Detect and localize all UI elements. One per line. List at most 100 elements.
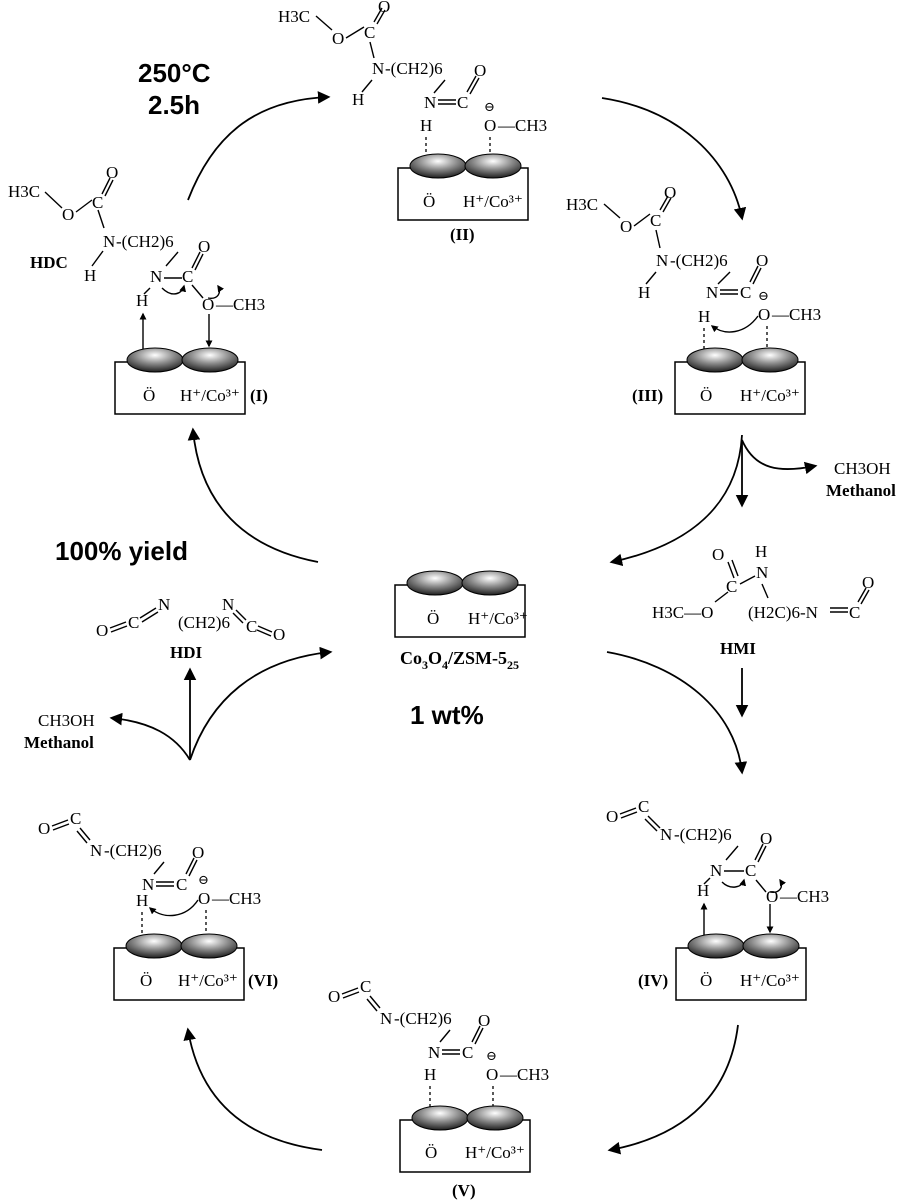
svg-text:N: N <box>372 59 384 78</box>
svg-text:C: C <box>246 617 257 636</box>
label-IV: (IV) <box>638 971 668 990</box>
svg-text:O: O <box>198 889 210 908</box>
time-label: 2.5h <box>148 90 200 120</box>
svg-text:-(CH2)6: -(CH2)6 <box>116 232 174 251</box>
intermediate-II: H3C O C O N -(CH2)6 H N C O ⊖ O —CH3 H Ö… <box>278 0 547 244</box>
svg-text:H⁺/Co³⁺: H⁺/Co³⁺ <box>740 386 800 405</box>
arrow-II-to-III <box>601 97 747 221</box>
svg-text:O: O <box>62 205 74 224</box>
svg-text:Ö: Ö <box>700 971 712 990</box>
svg-text:C: C <box>70 809 81 828</box>
hdi-label: HDI <box>170 643 203 662</box>
svg-text:O: O <box>332 29 344 48</box>
svg-text:Ö: Ö <box>425 1143 437 1162</box>
svg-text:Ö: Ö <box>140 971 152 990</box>
svg-text:—CH3: —CH3 <box>211 889 261 908</box>
svg-text:O: O <box>606 807 618 826</box>
svg-text:N: N <box>380 1009 392 1028</box>
svg-text:H: H <box>638 283 650 302</box>
intermediate-III: H3C O C O N -(CH2)6 H N C O ⊖ O —CH3 H Ö… <box>566 183 821 415</box>
catalyst-label: Co3O4/ZSM-525 <box>400 648 519 672</box>
svg-text:H: H <box>697 881 709 900</box>
svg-text:H⁺/Co³⁺: H⁺/Co³⁺ <box>740 971 800 990</box>
svg-text:-(CH2)6: -(CH2)6 <box>674 825 732 844</box>
svg-text:—CH3: —CH3 <box>215 295 265 314</box>
svg-text:N: N <box>424 93 436 112</box>
svg-text:N: N <box>90 841 102 860</box>
svg-text:C: C <box>726 577 737 596</box>
hmi-molecule: H3C—O C O N H (H2C)6-N C O HMI <box>652 542 874 658</box>
svg-text:O: O <box>378 0 390 16</box>
intermediate-I: H3C O C O N H -(CH2)6 HDC N C O O —CH3 H… <box>8 163 268 415</box>
svg-text:C: C <box>176 875 187 894</box>
svg-text:N: N <box>158 595 170 614</box>
svg-text:H: H <box>698 307 710 326</box>
svg-text:O: O <box>758 305 770 324</box>
svg-text:O: O <box>766 887 778 906</box>
svg-text:C: C <box>638 797 649 816</box>
svg-text:N: N <box>428 1043 440 1062</box>
svg-text:N: N <box>103 232 115 251</box>
svg-text:N: N <box>756 563 768 582</box>
svg-text:C: C <box>740 283 751 302</box>
site-o-label: Ö <box>427 609 439 628</box>
svg-text:C: C <box>364 23 375 42</box>
intermediate-VI: O C N -(CH2)6 N C O ⊖ O —CH3 H Ö H⁺/Co³⁺… <box>38 809 278 1001</box>
intermediate-IV: O C N -(CH2)6 N C O O —CH3 H Ö H⁺/Co³⁺ (… <box>606 797 829 1001</box>
svg-text:⊖: ⊖ <box>484 99 495 114</box>
svg-text:C: C <box>849 603 860 622</box>
svg-text:—CH3: —CH3 <box>497 116 547 135</box>
svg-text:(CH2)6: (CH2)6 <box>178 613 230 632</box>
svg-text:O: O <box>198 237 210 256</box>
svg-text:O: O <box>38 819 50 838</box>
svg-text:O: O <box>620 217 632 236</box>
svg-text:O: O <box>192 843 204 862</box>
svg-text:H⁺/Co³⁺: H⁺/Co³⁺ <box>178 971 238 990</box>
svg-text:C: C <box>650 211 661 230</box>
svg-text:N: N <box>656 251 668 270</box>
svg-text:H3C: H3C <box>566 195 598 214</box>
svg-text:Ö: Ö <box>423 192 435 211</box>
svg-text:N: N <box>150 267 162 286</box>
svg-text:H: H <box>136 891 148 910</box>
label-VI: (VI) <box>248 971 278 990</box>
svg-text:O: O <box>273 625 285 644</box>
svg-text:—CH3: —CH3 <box>779 887 829 906</box>
svg-text:O: O <box>202 295 214 314</box>
methanol-right-name: Methanol <box>826 481 896 500</box>
svg-text:N: N <box>142 875 154 894</box>
svg-text:C: C <box>360 977 371 996</box>
svg-text:H: H <box>755 542 767 561</box>
svg-text:(H2C)6-N: (H2C)6-N <box>748 603 818 622</box>
svg-text:H: H <box>420 116 432 135</box>
site-h-label: H⁺/Co³⁺ <box>468 609 528 628</box>
methanol-right: CH3OH Methanol <box>826 459 896 500</box>
svg-text:N: N <box>222 595 234 614</box>
svg-text:—CH3: —CH3 <box>499 1065 549 1084</box>
cycle-arrows <box>109 91 818 1155</box>
svg-text:N: N <box>660 825 672 844</box>
svg-text:H: H <box>136 291 148 310</box>
svg-text:O: O <box>474 61 486 80</box>
yield-label: 100% yield <box>55 536 188 566</box>
arrow-IV-to-V <box>607 1024 739 1155</box>
hdc-label: HDC <box>30 253 68 272</box>
svg-text:CH3OH: CH3OH <box>834 459 891 478</box>
label-III: (III) <box>632 386 663 405</box>
central-catalyst: Ö H⁺/Co³⁺ Co3O4/ZSM-525 <box>394 570 528 672</box>
svg-text:O: O <box>760 829 772 848</box>
svg-text:O: O <box>664 183 676 202</box>
svg-text:Ö: Ö <box>700 386 712 405</box>
svg-text:O: O <box>756 251 768 270</box>
label-II: (II) <box>450 225 475 244</box>
arrow-hdi-to-catalyst <box>189 646 333 761</box>
arrow-I-to-II <box>187 91 331 201</box>
svg-text:-(CH2)6: -(CH2)6 <box>385 59 443 78</box>
svg-text:-(CH2)6: -(CH2)6 <box>394 1009 452 1028</box>
svg-text:-(CH2)6: -(CH2)6 <box>104 841 162 860</box>
svg-text:C: C <box>462 1043 473 1062</box>
svg-text:H⁺/Co³⁺: H⁺/Co³⁺ <box>465 1143 525 1162</box>
svg-text:CH3OH: CH3OH <box>38 711 95 730</box>
svg-text:N: N <box>706 283 718 302</box>
